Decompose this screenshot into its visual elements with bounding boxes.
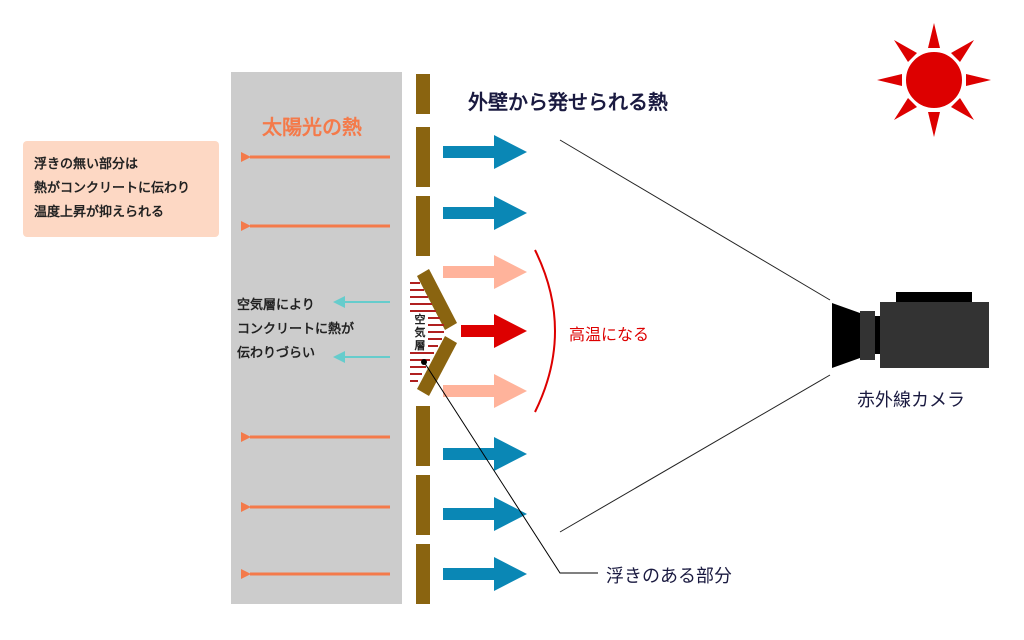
note-line: 熱がコンクリートに伝わり [34,181,191,196]
concrete-wall [231,72,402,604]
note-line: 温度上昇が抑えられる [34,205,165,220]
exterior-tile-layer [416,74,457,604]
emitted-heat-arrow [443,437,527,471]
note-line: 浮きの無い部分は [34,157,139,172]
blocked-heat-arrow [333,351,390,363]
camera-view-line-upper [559,139,831,301]
blocked-heat-arrow [333,296,390,308]
note-line: 空気層により [237,298,315,313]
air-layer-note: 空気層により コンクリートに熱が 伝わりづらい [237,294,354,366]
hot-heat-arrow [461,314,527,348]
note-line: 伝わりづらい [237,346,316,361]
air-layer-label: 空気層 [413,313,427,352]
pointer-line [421,359,598,574]
emitted-heat-arrow [443,196,527,230]
warm-heat-arrow [443,255,527,289]
air-layer-hatching [410,282,444,382]
high-temp-bracket [534,249,556,413]
outer-heat-title: 外壁から発せられる熱 [468,90,668,114]
emitted-heat-arrow [443,135,527,169]
no-lift-note: 浮きの無い部分は 熱がコンクリートに伝わり 温度上昇が抑えられる [23,141,219,237]
camera-view-line-lower [559,374,831,533]
emitted-heat-arrow [443,557,527,591]
camera-label: 赤外線カメラ [857,390,965,411]
note-line: コンクリートに熱が [237,322,355,337]
high-temp-label: 高温になる [569,325,650,344]
solar-heat-title: 太陽光の熱 [262,115,362,139]
warm-heat-arrow [443,374,527,408]
lifted-part-label: 浮きのある部分 [606,566,732,587]
infrared-camera-icon [832,292,989,368]
sun-icon [877,23,991,137]
lifted-tile-lower [417,336,457,396]
lifted-tile-upper [417,269,457,330]
emitted-heat-arrow [443,497,527,531]
